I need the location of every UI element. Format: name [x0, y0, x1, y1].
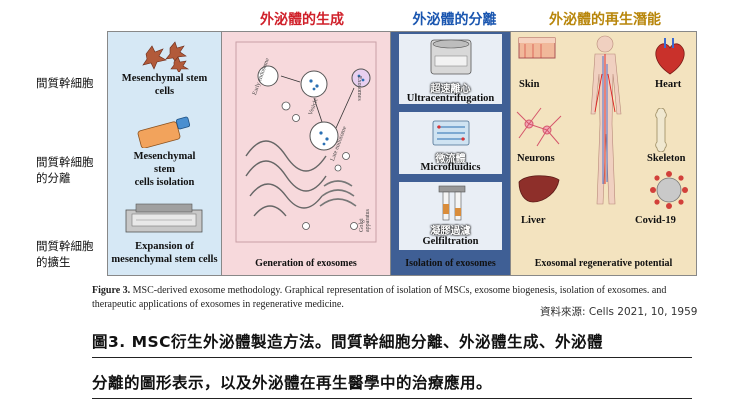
row-label-isolation: 間質幹細胞 的分離: [36, 155, 94, 185]
stem-cells-icon: [142, 41, 190, 72]
chinese-caption-line2: 分離的圖形表示，以及外泌體在再生醫學中的治療應用。: [92, 374, 493, 392]
chinese-caption-line1: 圖3. MSC衍生外泌體製造方法。間質幹細胞分離、外泌體生成、外泌體: [92, 333, 604, 351]
msc-label: Mesenchymal stem cells: [121, 73, 208, 97]
regen-footer: Exosomal regenerative potential: [534, 258, 673, 269]
row-label-msc: 間質幹細胞: [36, 76, 94, 90]
label-heart: Heart: [655, 79, 682, 90]
isolation-footer: Isolation of exosomes: [405, 258, 496, 269]
label-neurons: Neurons: [517, 153, 555, 164]
biogenesis-footer: Generation of exosomes: [255, 258, 357, 269]
neurons-icon: [516, 107, 562, 147]
caption-rule-2: [92, 398, 692, 399]
gelfiltration-zh: 凝膠過濾: [430, 226, 471, 237]
header-isolation: 外泌體的分離: [412, 12, 497, 28]
microfluidic-chip-icon: [432, 120, 470, 146]
method-card-ultracentrifugation: 超速離心 Ultracentrifugation: [399, 34, 502, 104]
liver-icon: [518, 175, 560, 203]
skin-icon: [518, 37, 556, 59]
figure-caption: Figure 3. MSC-derived exosome methodolog…: [92, 284, 700, 312]
caption-rule-1: [92, 357, 692, 358]
gelfiltration-en: Gelfiltration: [422, 236, 479, 247]
label-golgi: Golgi apparatus: [359, 209, 371, 232]
microfluidics-zh: 微流體: [435, 154, 466, 165]
microfluidics-en: Microfluidics: [420, 162, 481, 173]
method-card-microfluidics: 微流體 Microfluidics: [399, 112, 502, 174]
method-card-gelfiltration: 凝膠過濾 Gelfiltration: [399, 182, 502, 250]
msc-expansion-label: Expansion of mesenchymal stem cells: [111, 241, 218, 265]
centrifuge-icon: [430, 39, 472, 75]
ultracentrifugation-zh: 超速離心: [430, 84, 471, 95]
isolation-panel: 超速離心 Ultracentrifugation 微流體 Microfluidi…: [390, 31, 511, 276]
gel-filtration-icon: [438, 185, 466, 221]
biogenesis-panel: Exosomes Early endosome Vesicle Late end…: [221, 31, 391, 276]
regen-panel: Skin Heart Neurons Skeleton Liver Covid-…: [510, 31, 697, 276]
msc-isolation-label: Mesenchymal stem cells isolation: [133, 151, 196, 188]
ultracentrifugation-en: Ultracentrifugation: [406, 93, 495, 104]
cell-biogenesis-diagram: [235, 41, 377, 243]
human-circulation-icon: [590, 35, 622, 205]
msc-panel: Mesenchymal stem cells Mesenchymal stem …: [107, 31, 222, 276]
label-exosomes: Exosomes: [356, 76, 362, 101]
label-skin: Skin: [519, 79, 540, 90]
source-note: 資料來源: Cells 2021, 10, 1959: [540, 306, 698, 318]
header-biogenesis: 外泌體的生成: [260, 12, 344, 28]
figure-caption-lead: Figure 3.: [92, 285, 131, 296]
culture-flask-icon: [137, 116, 191, 148]
label-liver: Liver: [521, 215, 546, 226]
label-skeleton: Skeleton: [647, 153, 686, 164]
virus-icon: [650, 171, 688, 209]
header-regenerative: 外泌體的再生潛能: [549, 12, 661, 28]
label-covid: Covid-19: [635, 215, 676, 226]
figure-caption-text: MSC-derived exosome methodology. Graphic…: [92, 285, 667, 310]
row-label-expansion: 間質幹細胞 的擴生: [36, 239, 94, 269]
incubator-icon: [125, 203, 203, 233]
heart-icon: [655, 38, 685, 75]
bone-icon: [655, 108, 667, 152]
